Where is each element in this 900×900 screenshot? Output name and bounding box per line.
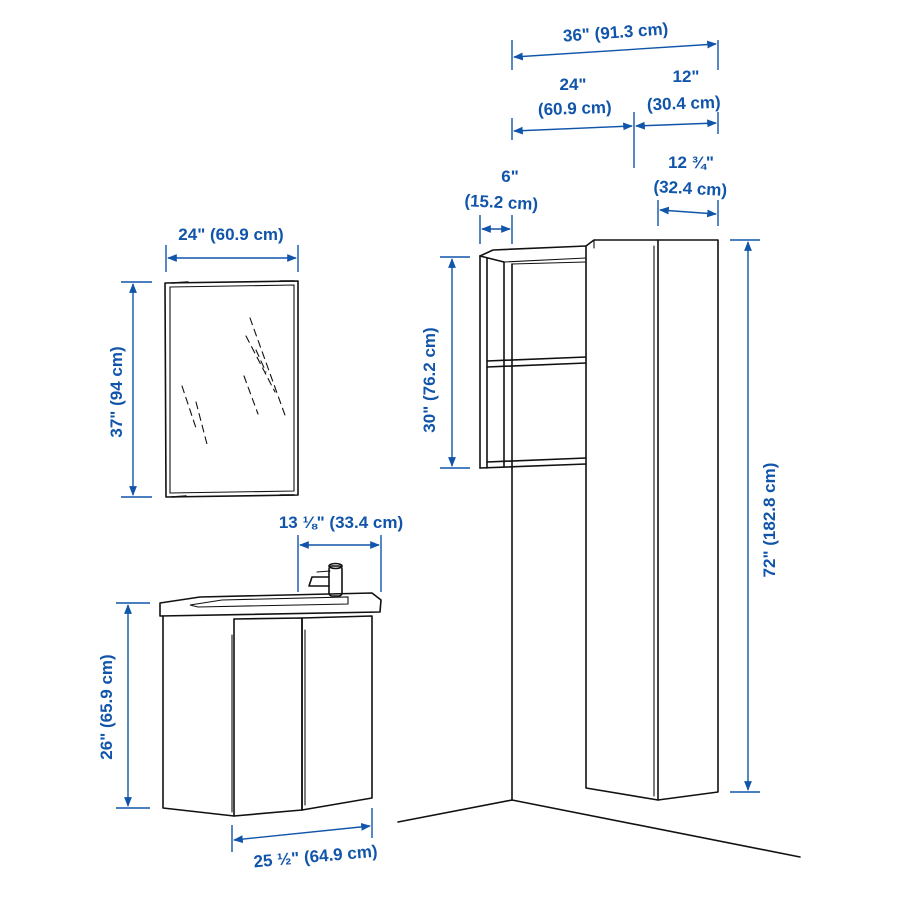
- shelf-height-label: 30" (76.2 cm): [420, 327, 439, 432]
- shelf-depth-in-label: 6": [501, 167, 519, 186]
- shelf-depth-cm-label: (15.2 cm): [464, 191, 539, 214]
- high-cabinet-illustration: [585, 239, 719, 801]
- vanity-height-label: 26" (65.9 cm): [97, 654, 116, 759]
- open-shelf-illustration: [479, 245, 587, 469]
- room-walls: [397, 467, 801, 858]
- sink-depth-label: 13 ⅛" (33.4 cm): [279, 513, 403, 532]
- mirror-illustration: [164, 280, 299, 498]
- open-shelf-width-cm-label: (60.9 cm): [538, 98, 612, 120]
- dimension-lines: [116, 40, 760, 852]
- vanity-width-label: 25 ½" (64.9 cm): [253, 842, 378, 872]
- open-shelf-width-in-label: 24": [560, 75, 587, 94]
- mirror-height-label: 37" (94 cm): [107, 346, 126, 437]
- cabinet-depth-cm-label: (32.4 cm): [653, 177, 728, 200]
- cabinet-depth-in-label: 12 ¾": [668, 153, 714, 172]
- high-cabinet-width-in-label: 12": [673, 67, 700, 86]
- high-cabinet-width-cm-label: (30.4 cm): [647, 93, 721, 115]
- mirror-width-label: 24" (60.9 cm): [178, 225, 283, 244]
- total-width-label: 36" (91.3 cm): [562, 19, 668, 45]
- cabinet-height-label: 72" (182.8 cm): [760, 463, 779, 578]
- vanity-illustration: [159, 562, 382, 817]
